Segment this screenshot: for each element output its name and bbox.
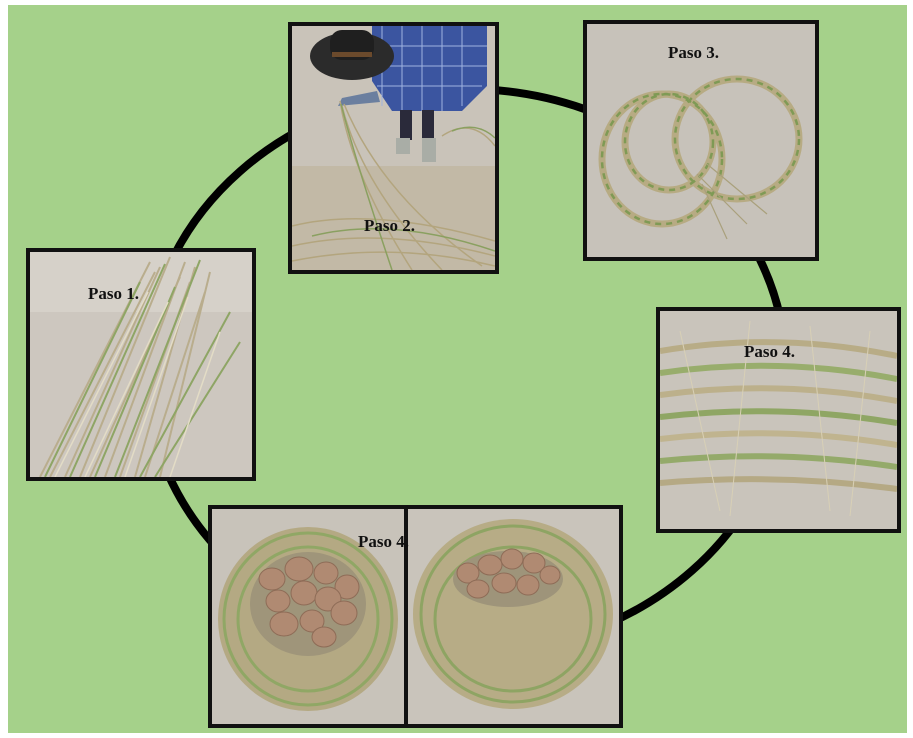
photo-step-4-nest-potatoes-right (404, 505, 623, 728)
photo-step-2-person-braiding (288, 22, 499, 274)
step-1-label: Paso 1. (88, 284, 139, 304)
step-3-label: Paso 3. (668, 43, 719, 63)
step-2-label: Paso 2. (364, 216, 415, 236)
step-4-label-bottom: Paso 4. (358, 532, 409, 552)
photo-step-4-coiled-wall (656, 307, 901, 533)
step-4-label-right: Paso 4. (744, 342, 795, 362)
grass-bundle-image (30, 252, 252, 477)
photo-step-1-grass-bundle (26, 248, 256, 481)
nest-potatoes-right-image (408, 509, 619, 724)
